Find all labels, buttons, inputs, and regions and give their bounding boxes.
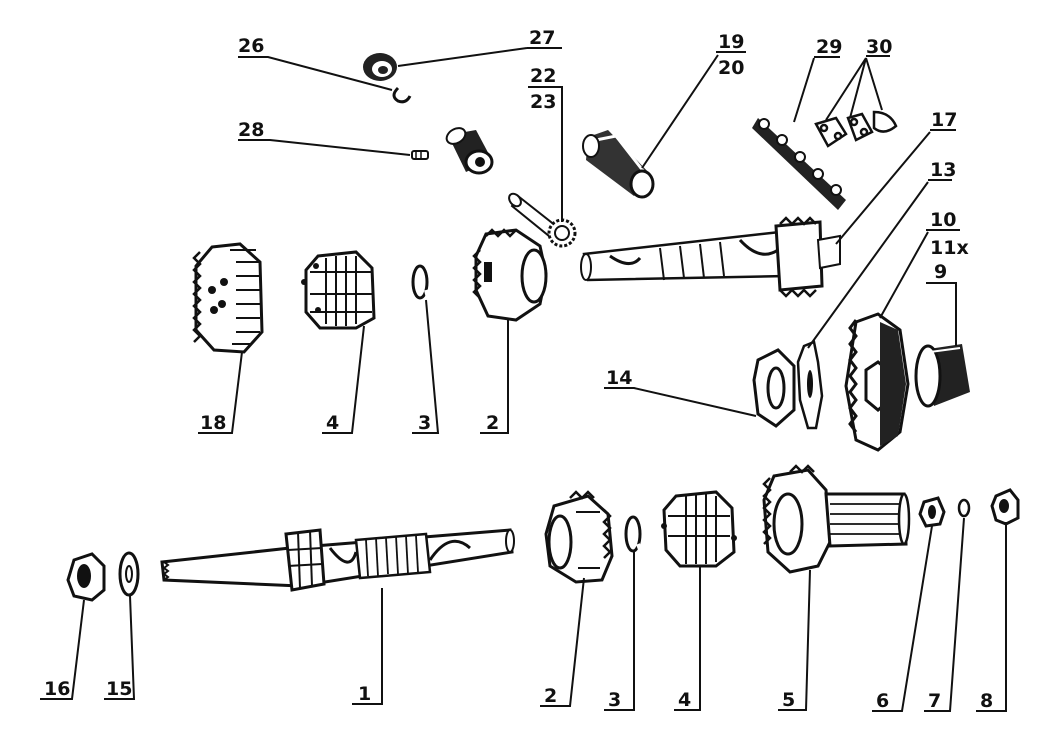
callout-4-upper: 4 [326, 412, 339, 434]
part-28-key [411, 150, 429, 160]
part-13-tab-washer [796, 340, 824, 430]
callout-9: 9 [934, 261, 947, 283]
callout-3-upper: 3 [418, 412, 431, 434]
part-6-thrust-washer [918, 496, 946, 528]
part-bush [445, 127, 494, 175]
callout-15: 15 [106, 678, 132, 700]
part-4-gear-cluster-lower [661, 490, 737, 568]
callout-8: 8 [980, 690, 993, 712]
callout-18: 18 [200, 412, 226, 434]
callout-7: 7 [928, 690, 941, 712]
part-29-chain [752, 118, 846, 210]
part-26-wire-clip [392, 86, 412, 104]
callout-16: 16 [44, 678, 70, 700]
callout-11: 11x [930, 237, 969, 259]
part-30-chain-links [814, 110, 898, 148]
part-3-circlip-upper [411, 264, 430, 300]
callout-2-lower: 2 [544, 685, 557, 707]
callout-2-upper: 2 [486, 412, 499, 434]
callout-30: 30 [866, 36, 892, 58]
callout-19: 19 [718, 31, 744, 53]
part-22-23-pinion-shaft [508, 192, 577, 248]
part-9-bush [914, 344, 970, 408]
callout-13: 13 [930, 159, 956, 181]
callout-20: 20 [718, 57, 744, 79]
part-19-20-sleeve-shaft [582, 130, 655, 199]
part-10-sprocket [844, 312, 910, 452]
callout-5: 5 [782, 689, 795, 711]
part-8-nut [990, 488, 1020, 526]
callout-27: 27 [529, 27, 555, 49]
part-17-layshaft-upper [580, 216, 841, 298]
part-2-gear-lower [544, 490, 614, 584]
part-18-gear [192, 242, 264, 354]
callout-6: 6 [876, 690, 889, 712]
callout-4-lower: 4 [678, 689, 691, 711]
callout-26: 26 [238, 35, 264, 57]
callout-10: 10 [930, 209, 956, 231]
callout-1: 1 [358, 683, 371, 705]
callout-28: 28 [238, 119, 264, 141]
part-16-nut [66, 552, 106, 602]
part-1-main-shaft [160, 528, 515, 592]
leader-lines [40, 47, 1007, 712]
callout-14: 14 [606, 367, 632, 389]
callout-23: 23 [530, 91, 556, 113]
part-27-roller [363, 53, 397, 81]
callout-29: 29 [816, 36, 842, 58]
part-4-gear-cluster-upper [301, 250, 376, 330]
callout-labels: 26 27 22 23 19 20 28 29 30 17 13 10 11x … [44, 27, 993, 712]
part-15-washer [118, 551, 140, 597]
part-14-nut [752, 348, 796, 428]
part-7-o-ring [957, 498, 971, 518]
callout-3-lower: 3 [608, 689, 621, 711]
part-2-gear-upper [472, 228, 548, 322]
callout-17: 17 [931, 109, 957, 131]
callout-22: 22 [530, 65, 556, 87]
part-5-layshaft-gear [762, 464, 911, 574]
part-3-circlip-lower [624, 515, 643, 553]
